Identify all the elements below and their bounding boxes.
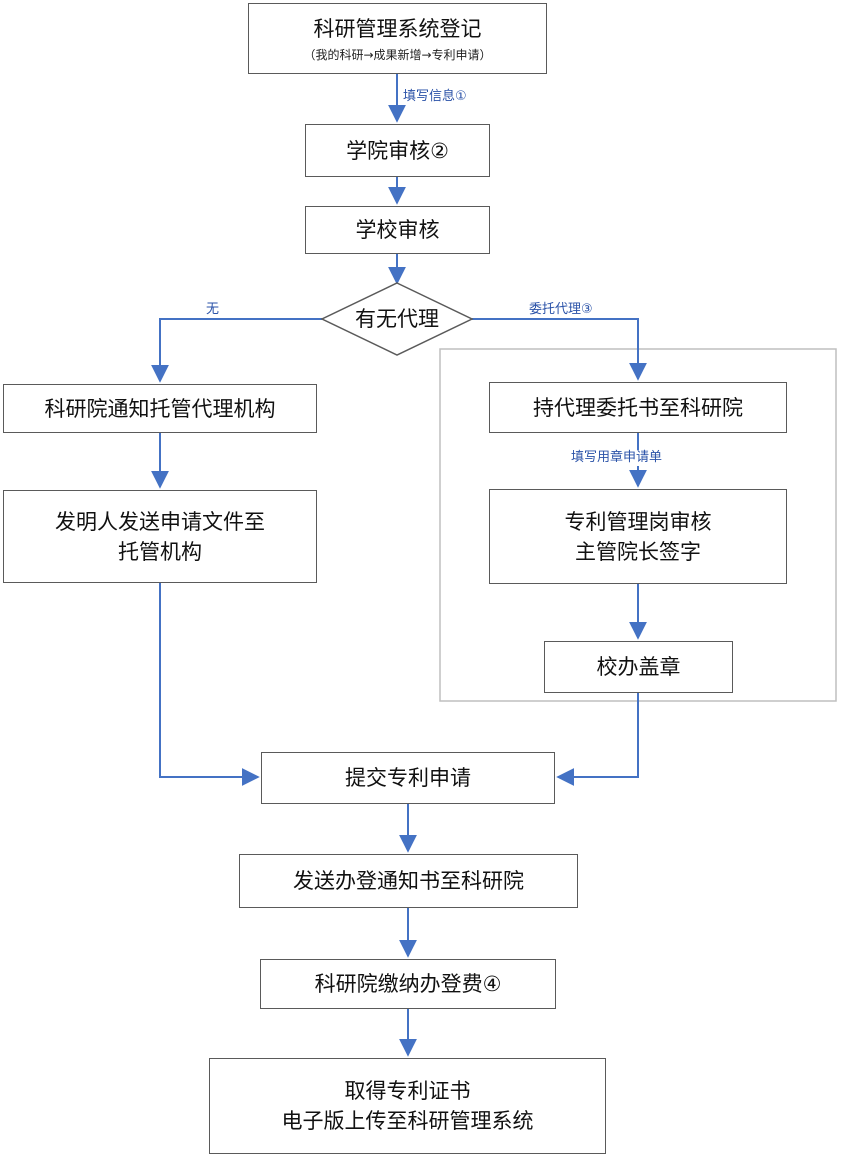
step-bring-entrust: 持代理委托书至科研院 [489, 382, 787, 433]
step-register: 科研管理系统登记 （我的科研→成果新增→专利申请） [248, 3, 547, 74]
step-patent-review: 专利管理岗审核 主管院长签字 [489, 489, 787, 584]
arrow-seal-to-submit [558, 693, 638, 777]
step-college-review-text: 学院审核② [346, 136, 449, 166]
step-send-notice-text: 发送办登通知书至科研院 [293, 866, 524, 896]
step-submit-text: 提交专利申请 [345, 763, 471, 793]
step-inventor-send-line1: 发明人发送申请文件至 [55, 507, 265, 537]
step-school-review: 学校审核 [305, 206, 490, 254]
step-register-title: 科研管理系统登记 [314, 14, 482, 44]
step-submit: 提交专利申请 [261, 752, 555, 804]
step-certificate-line2: 电子版上传至科研管理系统 [282, 1106, 534, 1136]
step-school-review-text: 学校审核 [356, 215, 440, 245]
step-notify-agency: 科研院通知托管代理机构 [3, 384, 317, 433]
label-fill-seal-form: 填写用章申请单 [570, 450, 663, 466]
arrow-decision-no [160, 319, 322, 381]
step-pay-fee-text: 科研院缴纳办登费④ [315, 969, 502, 999]
step-office-seal-text: 校办盖章 [597, 652, 681, 682]
step-pay-fee: 科研院缴纳办登费④ [260, 959, 556, 1009]
step-bring-entrust-text: 持代理委托书至科研院 [533, 393, 743, 423]
step-notify-agency-text: 科研院通知托管代理机构 [45, 394, 276, 424]
label-fill-info: 填写信息① [402, 89, 468, 105]
label-entrust-agency: 委托代理③ [528, 302, 594, 318]
step-inventor-send-line2: 托管机构 [118, 537, 202, 567]
step-patent-review-line1: 专利管理岗审核 [565, 507, 712, 537]
decision-text: 有无代理 [322, 304, 472, 334]
step-patent-review-line2: 主管院长签字 [575, 537, 701, 567]
arrow-inventor-to-submit [160, 583, 258, 777]
step-certificate: 取得专利证书 电子版上传至科研管理系统 [209, 1058, 606, 1154]
step-send-notice: 发送办登通知书至科研院 [239, 854, 578, 908]
step-register-path: （我的科研→成果新增→专利申请） [303, 46, 491, 64]
step-inventor-send: 发明人发送申请文件至 托管机构 [3, 490, 317, 583]
label-no-agency: 无 [205, 302, 220, 318]
step-certificate-line1: 取得专利证书 [345, 1076, 471, 1106]
step-office-seal: 校办盖章 [544, 641, 733, 693]
step-college-review: 学院审核② [305, 124, 490, 177]
